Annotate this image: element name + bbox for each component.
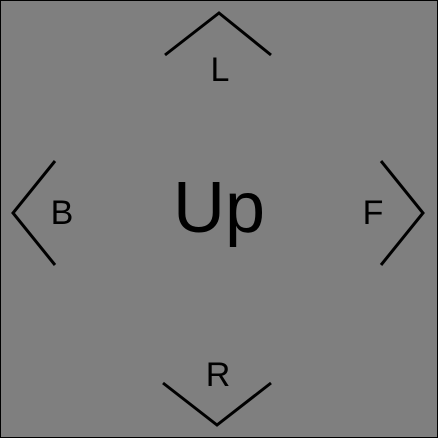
top-direction-label: L	[210, 51, 230, 89]
current-face-label: Up	[172, 168, 266, 248]
rotate-right-button[interactable]	[379, 159, 427, 269]
rotate-down-button[interactable]	[161, 381, 273, 427]
rotate-up-button[interactable]	[163, 11, 273, 57]
rotate-left-button[interactable]	[11, 159, 57, 269]
bottom-direction-label: R	[205, 356, 231, 394]
chevron-left-icon	[11, 160, 57, 266]
chevron-down-icon	[162, 381, 272, 427]
right-direction-label: F	[362, 194, 384, 232]
left-direction-label: B	[50, 194, 74, 232]
chevron-up-icon	[164, 11, 272, 57]
chevron-right-icon	[379, 160, 425, 266]
